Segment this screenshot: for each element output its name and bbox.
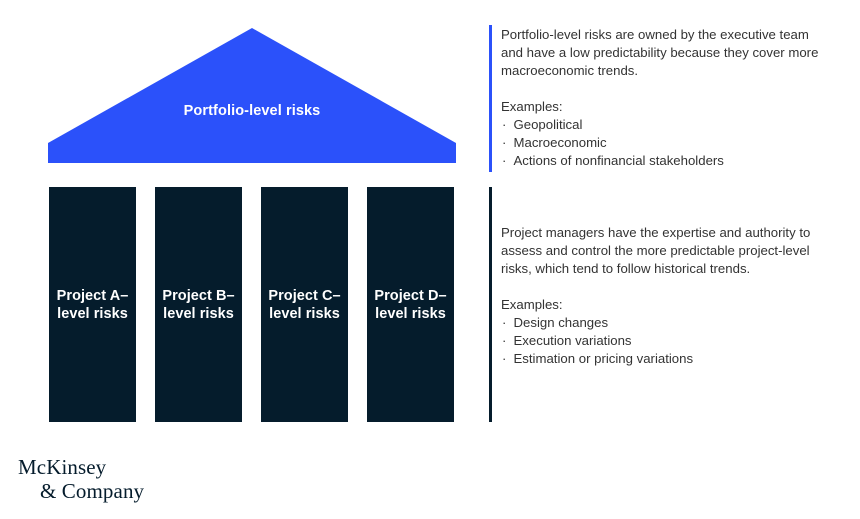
list-item-label: Estimation or pricing variations [513,351,694,366]
bullet-icon: · [502,116,507,132]
panel-project-body: Project managers have the expertise and … [501,225,811,276]
list-item: · Macroeconomic [501,134,831,152]
pillar-project-c: Project C– level risks [261,187,348,422]
panel-project-examples-label: Examples: [501,297,563,312]
list-item-label: Execution variations [513,333,632,348]
mckinsey-logo: McKinsey & Company [18,455,144,503]
pillar-project-b: Project B– level risks [155,187,242,422]
list-item-label: Geopolitical [513,117,583,132]
list-item: · Design changes [501,314,831,332]
pillar-label-b: Project B– level risks [155,287,242,323]
divider-rule-project [489,187,492,422]
panel-portfolio-body: Portfolio-level risks are owned by the e… [501,27,819,78]
list-item: · Geopolitical [501,116,831,134]
bullet-icon: · [502,314,507,330]
pillar-project-a: Project A– level risks [49,187,136,422]
list-item-label: Macroeconomic [513,135,607,150]
pillar-label-b-line2: level risks [163,305,234,322]
house-diagram: Portfolio-level risks Project A– level r… [0,0,480,440]
list-item: · Execution variations [501,332,831,350]
pillar-label-c-line2: level risks [269,305,340,322]
list-item: · Estimation or pricing variations [501,350,831,368]
bullet-icon: · [502,350,507,366]
list-item: · Actions of nonfinancial stakeholders [501,152,831,170]
panel-portfolio-examples-label: Examples: [501,99,563,114]
bullet-icon: · [502,134,507,150]
pillar-project-d: Project D– level risks [367,187,454,422]
pillar-label-c-line1: Project C– [268,287,341,304]
roof-label: Portfolio-level risks [183,103,321,119]
panel-project-examples-list: · Design changes · Execution variations · E… [501,314,831,368]
pillar-label-d-line2: level risks [375,305,446,322]
pillar-label-a-line2: level risks [57,305,128,322]
roof-shape [48,28,456,163]
logo-line-2: & Company [40,479,145,503]
pillar-label-a-line1: Project A– [56,287,129,304]
panel-portfolio-level: Portfolio-level risks are owned by the e… [501,26,831,170]
pillar-label-b-line1: Project B– [162,287,235,304]
logo-line-1: McKinsey [18,455,107,479]
pillar-label-d: Project D– level risks [367,287,454,323]
bullet-icon: · [502,332,507,348]
pillar-label-c: Project C– level risks [261,287,348,323]
list-item-label: Design changes [513,315,609,330]
bullet-icon: · [502,152,507,168]
divider-rule-portfolio [489,25,492,172]
pillar-label-a: Project A– level risks [49,287,136,323]
panel-portfolio-examples-list: · Geopolitical · Macroeconomic · Actions of… [501,116,831,170]
panel-project-level: Project managers have the expertise and … [501,224,831,368]
list-item-label: Actions of nonfinancial stakeholders [513,153,724,168]
pillar-label-d-line1: Project D– [374,287,447,304]
